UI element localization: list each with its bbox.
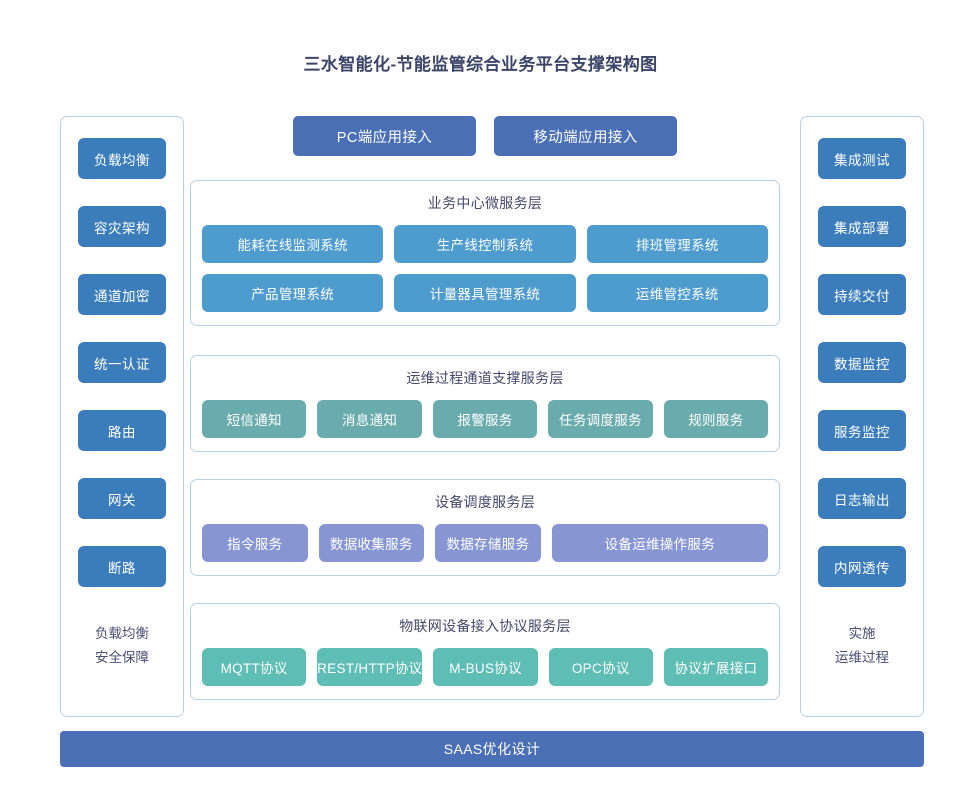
service-product-management[interactable]: 产品管理系统 [202,274,384,312]
sidebar-item-gateway[interactable]: 网关 [78,478,166,519]
layer-title: 运维过程通道支撑服务层 [406,370,564,386]
service-device-ops-operation[interactable]: 设备运维操作服务 [551,524,768,562]
service-shift-management[interactable]: 排班管理系统 [586,225,768,263]
left-panel-footer: 负载均衡 安全保障 [95,622,149,669]
protocol-mbus[interactable]: M-BUS协议 [433,648,538,686]
layer-device-scheduling: 设备调度服务层 指令服务 数据收集服务 数据存储服务 设备运维操作服务 [190,479,780,576]
page-title: 三水智能化-节能监管综合业务平台支撑架构图 [303,55,658,74]
layer-title: 业务中心微服务层 [427,195,543,211]
service-task-scheduling[interactable]: 任务调度服务 [548,400,653,438]
chip-row: 产品管理系统 计量器具管理系统 运维管控系统 [202,274,768,312]
center-stack: PC端应用接入 移动端应用接入 业务中心微服务层 能耗在线监测系统 生产线控制系… [190,116,780,717]
layer-title: 物联网设备接入协议服务层 [399,618,571,634]
layer-business-microservice: 业务中心微服务层 能耗在线监测系统 生产线控制系统 排班管理系统 产品管理系统 … [190,180,780,326]
sidebar-item-data-monitoring[interactable]: 数据监控 [818,342,906,383]
layer-ops-channel-support: 运维过程通道支撑服务层 短信通知 消息通知 报警服务 任务调度服务 规则服务 [190,355,780,452]
right-panel-footer-line-2: 运维过程 [835,649,889,665]
service-data-collection[interactable]: 数据收集服务 [318,524,425,562]
service-energy-monitoring[interactable]: 能耗在线监测系统 [202,225,384,263]
sidebar-item-intranet-tunnel[interactable]: 内网透传 [818,546,906,587]
saas-optimization-bar[interactable]: SAAS优化设计 [60,731,924,767]
left-panel-footer-line-2: 安全保障 [95,649,149,665]
right-panel-footer: 实施 运维过程 [835,622,889,669]
sidebar-item-channel-encryption[interactable]: 通道加密 [78,274,166,315]
chip-row: 能耗在线监测系统 生产线控制系统 排班管理系统 [202,225,768,263]
right-devops-panel: 集成测试 集成部署 持续交付 数据监控 服务监控 日志输出 内网透传 实施 运维… [800,116,924,717]
service-production-line-control[interactable]: 生产线控制系统 [394,225,576,263]
mobile-access-button[interactable]: 移动端应用接入 [494,116,677,156]
left-capability-panel: 负载均衡 容灾架构 通道加密 统一认证 路由 网关 断路 负载均衡 安全保障 [60,116,184,717]
sidebar-item-integration-deploy[interactable]: 集成部署 [818,206,906,247]
service-data-storage[interactable]: 数据存储服务 [435,524,541,562]
sidebar-item-load-balance[interactable]: 负载均衡 [78,138,166,179]
protocol-mqtt[interactable]: MQTT协议 [202,648,307,686]
chip-row: MQTT协议 REST/HTTP协议 M-BUS协议 OPC协议 协议扩展接口 [202,648,768,686]
service-sms-notification[interactable]: 短信通知 [202,400,307,438]
application-access-row: PC端应用接入 移动端应用接入 [190,116,780,158]
sidebar-item-disaster-recovery[interactable]: 容灾架构 [78,206,166,247]
left-panel-footer-line-1: 负载均衡 [95,626,149,641]
protocol-rest-http[interactable]: REST/HTTP协议 [317,648,423,686]
protocol-opc[interactable]: OPC协议 [548,648,653,686]
chip-row: 指令服务 数据收集服务 数据存储服务 设备运维操作服务 [202,524,768,562]
service-message-notification[interactable]: 消息通知 [317,400,422,438]
sidebar-item-continuous-delivery[interactable]: 持续交付 [818,274,906,315]
right-panel-footer-line-1: 实施 [848,626,876,641]
service-ops-control[interactable]: 运维管控系统 [586,274,768,312]
chip-row: 短信通知 消息通知 报警服务 任务调度服务 规则服务 [202,400,769,438]
protocol-extension-interface[interactable]: 协议扩展接口 [663,648,768,686]
service-command[interactable]: 指令服务 [202,524,308,562]
service-alarm[interactable]: 报警服务 [432,400,538,438]
sidebar-item-circuit-breaker[interactable]: 断路 [78,546,166,587]
pc-access-button[interactable]: PC端应用接入 [293,116,476,156]
sidebar-item-integration-test[interactable]: 集成测试 [818,138,906,179]
sidebar-item-routing[interactable]: 路由 [78,410,166,451]
sidebar-item-unified-auth[interactable]: 统一认证 [78,342,166,383]
service-rules[interactable]: 规则服务 [663,400,769,438]
sidebar-item-service-monitoring[interactable]: 服务监控 [818,410,906,451]
layer-iot-protocol-access: 物联网设备接入协议服务层 MQTT协议 REST/HTTP协议 M-BUS协议 … [190,603,780,700]
service-metering-device-management[interactable]: 计量器具管理系统 [394,274,576,312]
layer-title: 设备调度服务层 [434,494,536,510]
sidebar-item-log-output[interactable]: 日志输出 [818,478,906,519]
